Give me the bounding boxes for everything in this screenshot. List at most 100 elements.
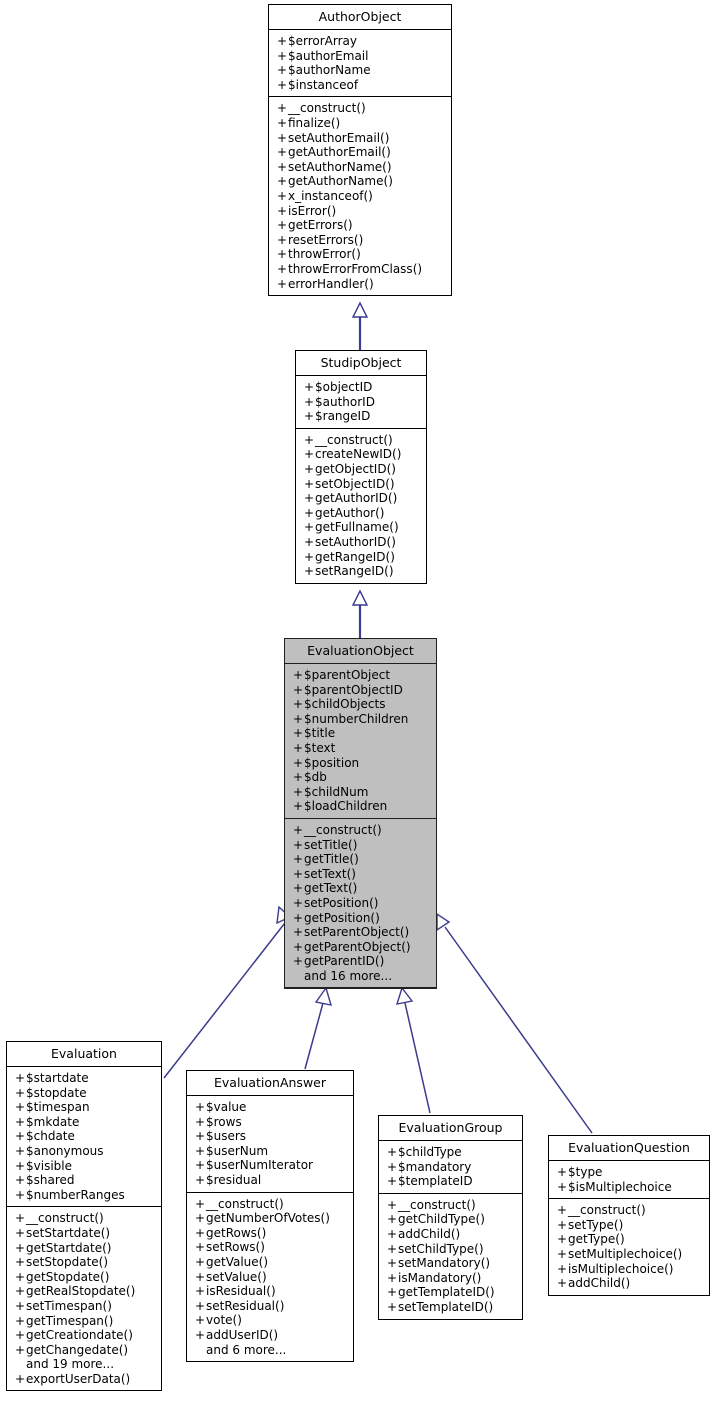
method-row-label: __construct() xyxy=(304,822,382,837)
method-row: +setMultiplechoice() xyxy=(549,1247,709,1262)
visibility-marker: + xyxy=(293,852,304,867)
method-row: +getAuthorID() xyxy=(296,491,426,506)
method-row: and 19 more... xyxy=(7,1357,161,1372)
method-row: +setTimespan() xyxy=(7,1299,161,1314)
visibility-marker: + xyxy=(304,409,315,424)
visibility-marker: + xyxy=(557,1217,568,1232)
method-row-label: getRangeID() xyxy=(315,549,395,564)
uml-class-evaluation[interactable]: Evaluation+$startdate+$stopdate+$timespa… xyxy=(6,1041,162,1392)
edge-evaluationobject-to-studipobject xyxy=(351,589,369,638)
visibility-marker: + xyxy=(15,1143,26,1158)
attribute-row: +$timespan xyxy=(7,1100,161,1115)
method-row-label: setParentObject() xyxy=(304,925,410,940)
method-row: +throwError() xyxy=(269,247,451,262)
attribute-row-label: $residual xyxy=(206,1172,262,1187)
visibility-marker: + xyxy=(15,1211,26,1226)
visibility-marker: + xyxy=(277,77,288,92)
method-row: +errorHandler() xyxy=(269,277,451,292)
method-row-label: setChildType() xyxy=(398,1241,484,1256)
visibility-marker: + xyxy=(277,159,288,174)
attribute-row-label: $anonymous xyxy=(26,1143,104,1158)
method-row-label: and 16 more... xyxy=(304,968,393,983)
attribute-row: +$authorEmail xyxy=(269,49,451,64)
method-row: +isMandatory() xyxy=(379,1271,522,1286)
method-row-label: setStartdate() xyxy=(26,1225,111,1240)
method-row-label: getStartdate() xyxy=(26,1240,112,1255)
visibility-marker: + xyxy=(15,1173,26,1188)
attribute-row-label: $errorArray xyxy=(288,34,358,48)
visibility-marker: + xyxy=(277,34,288,48)
method-row-label: getText() xyxy=(304,881,358,896)
method-row: +addChild() xyxy=(549,1276,709,1291)
method-row-label: getFullname() xyxy=(315,520,399,535)
method-row-label: setPosition() xyxy=(304,895,379,910)
method-row: +finalize() xyxy=(269,116,451,131)
attribute-row: +$authorName xyxy=(269,63,451,78)
method-row-label: __construct() xyxy=(26,1211,104,1226)
attribute-row: +$anonymous xyxy=(7,1144,161,1159)
attribute-row: +$childType xyxy=(379,1145,522,1160)
attribute-row: +$position xyxy=(285,756,436,771)
method-row: +getRangeID() xyxy=(296,550,426,565)
visibility-marker: + xyxy=(277,48,288,63)
attributes-section: +$errorArray+$authorEmail+$authorName+$i… xyxy=(269,30,451,98)
attributes-section: +$objectID+$authorID+$rangeID xyxy=(296,376,426,429)
method-row: +__construct() xyxy=(285,823,436,838)
visibility-marker: + xyxy=(293,895,304,910)
method-row-label: setRangeID() xyxy=(315,564,394,579)
method-row-label: setStopdate() xyxy=(26,1255,109,1270)
method-row: +setValue() xyxy=(187,1270,353,1285)
method-row: +setResidual() xyxy=(187,1299,353,1314)
attribute-row: +$templateID xyxy=(379,1174,522,1189)
visibility-marker: + xyxy=(277,145,288,160)
visibility-marker: + xyxy=(15,1269,26,1284)
class-name: EvaluationGroup xyxy=(379,1116,522,1141)
method-row-label: getErrors() xyxy=(288,218,353,233)
attribute-row-label: $authorEmail xyxy=(288,48,369,63)
attribute-row: +$db xyxy=(285,770,436,785)
method-row: +setRangeID() xyxy=(296,564,426,579)
uml-class-evaluationanswer[interactable]: EvaluationAnswer+$value+$rows+$users+$us… xyxy=(186,1070,354,1363)
method-row: +getCreationdate() xyxy=(7,1328,161,1343)
attribute-row-label: $title xyxy=(304,726,336,741)
method-row-label: getRealStopdate() xyxy=(26,1284,136,1299)
method-row: +setMandatory() xyxy=(379,1256,522,1271)
uml-class-evaluationgroup[interactable]: EvaluationGroup+$childType+$mandatory+$t… xyxy=(378,1115,523,1320)
method-row-label: isMultiplechoice() xyxy=(568,1261,674,1276)
visibility-marker: + xyxy=(557,1246,568,1261)
method-row: +getValue() xyxy=(187,1255,353,1270)
method-row: +getParentObject() xyxy=(285,940,436,955)
method-row: +vote() xyxy=(187,1313,353,1328)
visibility-marker: + xyxy=(195,1158,206,1173)
visibility-marker: + xyxy=(304,534,315,549)
visibility-marker: + xyxy=(293,682,304,697)
uml-class-studipobject[interactable]: StudipObject+$objectID+$authorID+$rangeI… xyxy=(295,350,427,584)
attribute-row-label: $authorID xyxy=(315,394,375,409)
attribute-row: +$residual xyxy=(187,1173,353,1188)
method-row-label: __construct() xyxy=(398,1197,476,1212)
method-row-label: __construct() xyxy=(315,432,393,447)
uml-class-evaluationobject[interactable]: EvaluationObject+$parentObject+$parentOb… xyxy=(284,638,437,990)
uml-class-evaluationquestion[interactable]: EvaluationQuestion+$type+$isMultiplechoi… xyxy=(548,1135,710,1296)
edge-evaluationgroup-to-evaluationobject xyxy=(395,986,431,1114)
visibility-marker: + xyxy=(387,1145,398,1159)
method-row: +addUserID() xyxy=(187,1328,353,1343)
attribute-row-label: $position xyxy=(304,755,360,770)
method-row-label: getStopdate() xyxy=(26,1269,110,1284)
visibility-marker: + xyxy=(304,505,315,520)
method-row-label: getRows() xyxy=(206,1225,267,1240)
method-row-label: setValue() xyxy=(206,1269,267,1284)
attribute-row: +$chdate xyxy=(7,1129,161,1144)
methods-section: +__construct()+setType()+getType()+setMu… xyxy=(549,1199,709,1295)
attribute-row-label: $text xyxy=(304,740,336,755)
visibility-marker: + xyxy=(557,1232,568,1247)
attribute-row-label: $isMultiplechoice xyxy=(568,1179,672,1194)
method-row: +getRows() xyxy=(187,1226,353,1241)
uml-class-authorobject[interactable]: AuthorObject+$errorArray+$authorEmail+$a… xyxy=(268,4,452,297)
attribute-row: +$childObjects xyxy=(285,697,436,712)
method-row-label: setTitle() xyxy=(304,837,358,852)
method-row-label: vote() xyxy=(206,1313,242,1328)
method-row-label: __construct() xyxy=(288,101,366,116)
visibility-marker: + xyxy=(293,799,304,814)
method-row: +__construct() xyxy=(379,1198,522,1213)
